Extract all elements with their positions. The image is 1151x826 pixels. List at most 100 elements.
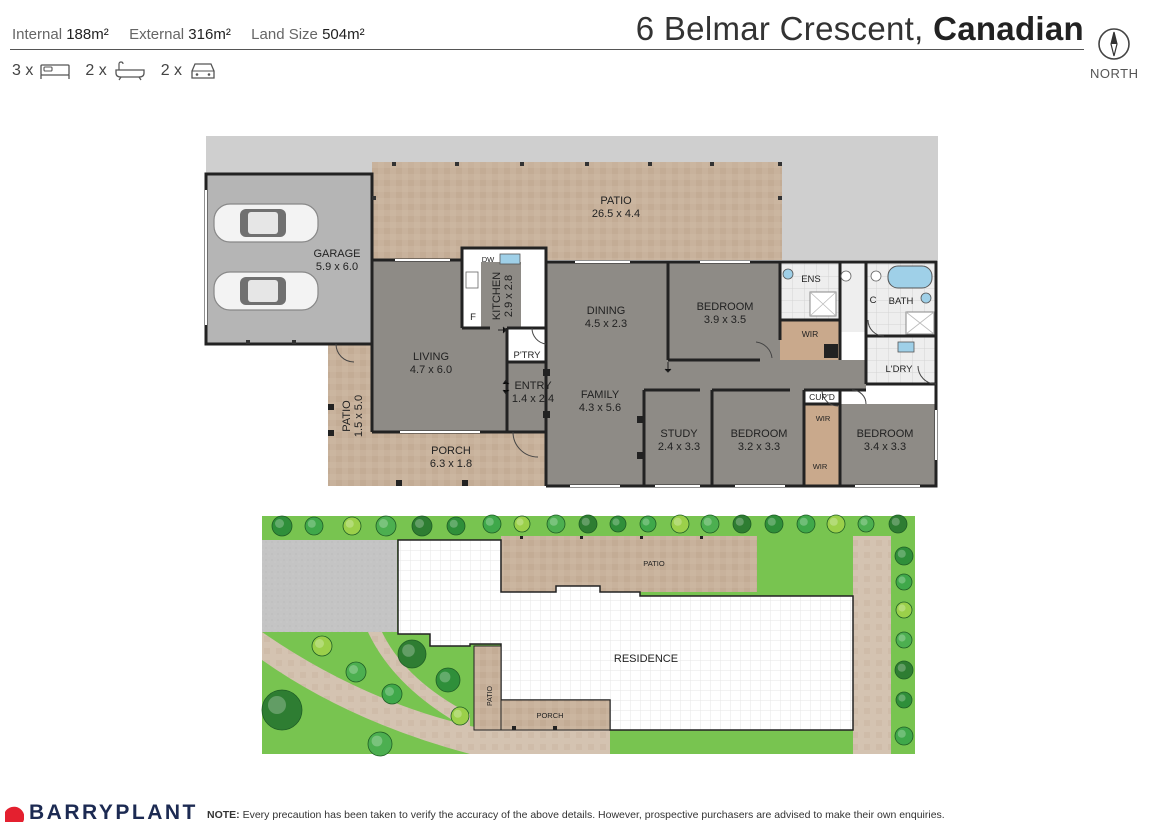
shrub-icon	[381, 683, 403, 705]
shrub-icon	[446, 516, 466, 536]
shrub-highlight	[349, 665, 358, 674]
garage-area	[206, 174, 372, 344]
disclaimer: NOTE: Every precaution has been taken to…	[207, 809, 945, 821]
address-street: 6 Belmar Crescent,	[635, 10, 924, 47]
feature-icons: 3 x 2 x 2 x	[12, 61, 232, 81]
brand-name: BARRYPLANT	[29, 801, 198, 824]
property-address: 6 Belmar Crescent, Canadian	[636, 10, 1084, 48]
room-size: 6.3 x 1.8	[430, 458, 472, 470]
shrub-icon	[894, 546, 914, 566]
label-dw: DW	[482, 255, 495, 264]
bath-feature: 2 x	[85, 61, 146, 81]
shrub-highlight	[516, 518, 524, 526]
shrub-icon	[375, 515, 397, 537]
room-size: 4.7 x 6.0	[410, 364, 452, 376]
header-divider	[10, 49, 1084, 50]
shrub-icon	[732, 514, 752, 534]
shrub-highlight	[268, 696, 286, 714]
shrub-highlight	[898, 576, 906, 584]
room-name: PORCH	[431, 445, 471, 457]
shrub-highlight	[897, 549, 906, 558]
site-patio-area	[501, 536, 757, 592]
site-plan: PATIO RESIDENCE PATIO PORCH	[261, 514, 915, 757]
shrub-icon	[450, 706, 470, 726]
shrub-highlight	[897, 663, 906, 672]
room-name: PATIO	[600, 195, 632, 207]
room-size: 4.5 x 2.3	[585, 318, 627, 330]
site-labels: PATIO RESIDENCE PATIO PORCH	[487, 559, 678, 720]
shrub-highlight	[549, 517, 558, 526]
rear-patio-area	[372, 162, 782, 260]
shrub-icon	[578, 514, 598, 534]
shrub-highlight	[642, 518, 650, 526]
bedroom3-area	[840, 404, 936, 486]
shrub-icon	[895, 631, 913, 649]
brand: BARRYPLANT	[4, 801, 198, 825]
bed-icon	[40, 64, 70, 79]
windows	[205, 190, 937, 487]
shrub-icon	[311, 635, 333, 657]
room-size: 3.4 x 3.3	[864, 441, 906, 453]
shrub-icon	[895, 601, 913, 619]
car-icon	[213, 271, 319, 311]
room-name: FAMILY	[581, 389, 620, 401]
shrub-highlight	[735, 517, 744, 526]
label-ensuite: ENS	[801, 274, 821, 285]
room-size: 5.9 x 6.0	[316, 261, 358, 273]
garden-path	[368, 632, 470, 730]
shrub-icon	[894, 660, 914, 680]
label-wir: WIR	[813, 462, 828, 471]
shrub-icon	[271, 515, 293, 537]
compass-icon	[1098, 28, 1130, 60]
land-size-label: Land Size	[251, 26, 318, 43]
shrub-highlight	[371, 735, 383, 747]
shrub-highlight	[415, 519, 424, 528]
shrub-highlight	[898, 694, 906, 702]
north-label: NORTH	[1090, 66, 1139, 81]
wir-area	[804, 404, 840, 486]
label-bath: BATH	[889, 296, 914, 307]
shrub-icon	[700, 514, 720, 534]
site-posts	[512, 536, 703, 730]
shrub-icon	[546, 514, 566, 534]
address-suburb: Canadian	[933, 10, 1084, 47]
shrub-icon	[261, 689, 303, 731]
shrub-icon	[796, 514, 816, 534]
room-name: KITCHEN	[491, 272, 503, 320]
barryplant-logo-icon	[5, 806, 24, 822]
shrub-icon	[513, 515, 531, 533]
label-cupboard: CUP'D	[809, 392, 835, 402]
bedroom2-area	[712, 390, 804, 486]
shrub-icon	[411, 515, 433, 537]
shrub-highlight	[345, 519, 354, 528]
shrub-highlight	[485, 517, 494, 526]
label-wir: WIR	[816, 414, 831, 423]
shrub-highlight	[275, 519, 284, 528]
front-path	[470, 730, 610, 754]
shrub-highlight	[385, 687, 394, 696]
internal-value: 188m²	[66, 26, 109, 43]
bed-feature: 3 x	[12, 61, 71, 81]
room-name: BEDROOM	[731, 428, 788, 440]
room-size: 4.3 x 5.6	[579, 402, 621, 414]
columns	[328, 344, 838, 486]
shrub-icon	[826, 514, 846, 534]
porch-area	[372, 432, 546, 486]
shrub-icon	[764, 514, 784, 534]
shrub-highlight	[860, 518, 868, 526]
shrub-icon	[482, 514, 502, 534]
room-name: ENTRY	[514, 380, 552, 392]
shrub-icon	[609, 515, 627, 533]
floor-plan: PATIO 26.5 x 4.4 GARAGE 5.9 x 6.0 KITCHE…	[204, 136, 938, 488]
car-icon	[213, 203, 319, 243]
pantry-area	[507, 328, 546, 362]
shrub-highlight	[612, 518, 620, 526]
room-size: 1.4 x 2.4	[512, 393, 554, 405]
room-size: 1.5 x 5.0	[353, 395, 365, 437]
shrub-highlight	[307, 519, 316, 528]
arrow-icons	[498, 326, 672, 395]
residence-label: RESIDENCE	[614, 653, 678, 665]
site-porch-label: PORCH	[536, 711, 563, 720]
fixture-labels: DW F P'TRY ENS WIR C BATH L'DRY CUP'D WI…	[470, 255, 913, 471]
